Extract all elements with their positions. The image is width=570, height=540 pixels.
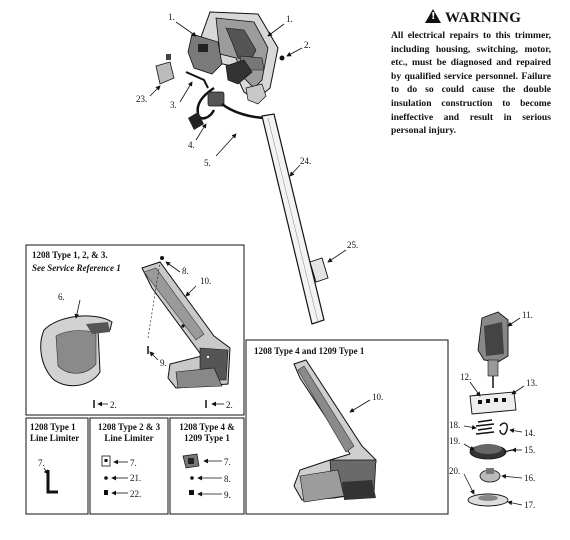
guard-6: [40, 315, 113, 387]
callout-11: 11.: [522, 310, 533, 320]
box-type-4-1209-title: 1208 Type 4 and 1209 Type 1: [254, 346, 365, 356]
callout-1a: 1.: [168, 12, 175, 22]
warning-body: All electrical repairs to this trimmer, …: [391, 30, 551, 137]
callout-b5-9: 9.: [224, 490, 231, 500]
callout-5: 5.: [204, 158, 211, 168]
clip-14: [499, 422, 509, 435]
box-type-4-1209: [245, 339, 449, 515]
line-limiter-7: [46, 470, 58, 494]
callout-b2-10: 10.: [372, 392, 383, 402]
type4-1209-line2: 1209 Type 1: [184, 433, 230, 443]
trigger-switch: [225, 59, 253, 85]
limiter-type23-line1: 1208 Type 2 & 3: [97, 422, 161, 432]
callout-b1-9: 9.: [160, 358, 167, 368]
motor-11: [477, 311, 509, 388]
screw-8: [160, 256, 164, 260]
callout-b1-6: 6.: [58, 292, 65, 302]
warning-title: WARNING: [425, 9, 521, 27]
line-limiter-kit-type4: [182, 453, 200, 495]
line-limiter-kit-2-3: [101, 455, 111, 495]
callout-1b: 1.: [286, 14, 293, 24]
callout-b3-7: 7.: [38, 458, 45, 468]
handle-housing: [199, 11, 279, 105]
callout-13: 13.: [526, 378, 537, 388]
box-limiter-type23: [89, 417, 169, 515]
limiter-type1-line2: Line Limiter: [30, 433, 80, 443]
limiter-type1-line1: 1208 Type 1: [30, 422, 76, 432]
callout-b1-2a: 2.: [110, 400, 117, 410]
callout-b1-10: 10.: [200, 276, 211, 286]
callout-17: 17.: [524, 500, 535, 510]
callout-19: 19.: [449, 436, 460, 446]
limiter-type23-line2: Line Limiter: [104, 433, 154, 443]
warning-title-text: WARNING: [445, 10, 522, 26]
callout-20: 20.: [449, 466, 460, 476]
callout-b5-8: 8.: [224, 474, 231, 484]
plate-12-13: [469, 391, 517, 415]
type4-1209-line1: 1208 Type 4 &: [179, 422, 235, 432]
spring-18: [475, 419, 495, 435]
cap-25: [309, 257, 329, 283]
strain-relief-3: [185, 71, 209, 89]
callout-b4-22: 22.: [130, 489, 141, 499]
warning-icon: [425, 9, 441, 23]
callout-b1-2b: 2.: [226, 400, 233, 410]
callout-16: 16.: [524, 473, 535, 483]
motor-housing-type123: [141, 261, 231, 389]
callout-4: 4.: [188, 140, 195, 150]
callout-15: 15.: [524, 445, 535, 455]
callout-3: 3.: [170, 100, 177, 110]
box-type-1-2-3: [25, 244, 245, 416]
callout-12: 12.: [460, 372, 471, 382]
callout-18: 18.: [449, 420, 460, 430]
callout-b1-8: 8.: [182, 266, 189, 276]
callout-24: 24.: [300, 156, 311, 166]
callout-25: 25.: [347, 240, 358, 250]
callout-b4-21: 21.: [130, 473, 141, 483]
box-limiter-type1: [25, 417, 89, 515]
cord-clip-23: [155, 54, 175, 85]
callout-23: 23.: [136, 94, 147, 104]
cap-17-20: [467, 493, 509, 507]
box-type-1-2-3-subtitle: See Service Reference 1: [32, 263, 121, 273]
bump-knob-16: [479, 468, 501, 483]
box-type4-1209: [169, 417, 245, 515]
motor-housing-type4: [293, 359, 377, 503]
spool-19-15: [469, 444, 513, 460]
callout-14: 14.: [524, 428, 535, 438]
screw-2: [279, 55, 285, 61]
box-type-1-2-3-title: 1208 Type 1, 2, & 3.: [32, 250, 108, 260]
callout-b4-7: 7.: [130, 458, 137, 468]
callout-2: 2.: [304, 40, 311, 50]
callout-b5-7: 7.: [224, 457, 231, 467]
switch-housing-left: [187, 33, 223, 75]
shaft-tube-24: [261, 113, 325, 325]
